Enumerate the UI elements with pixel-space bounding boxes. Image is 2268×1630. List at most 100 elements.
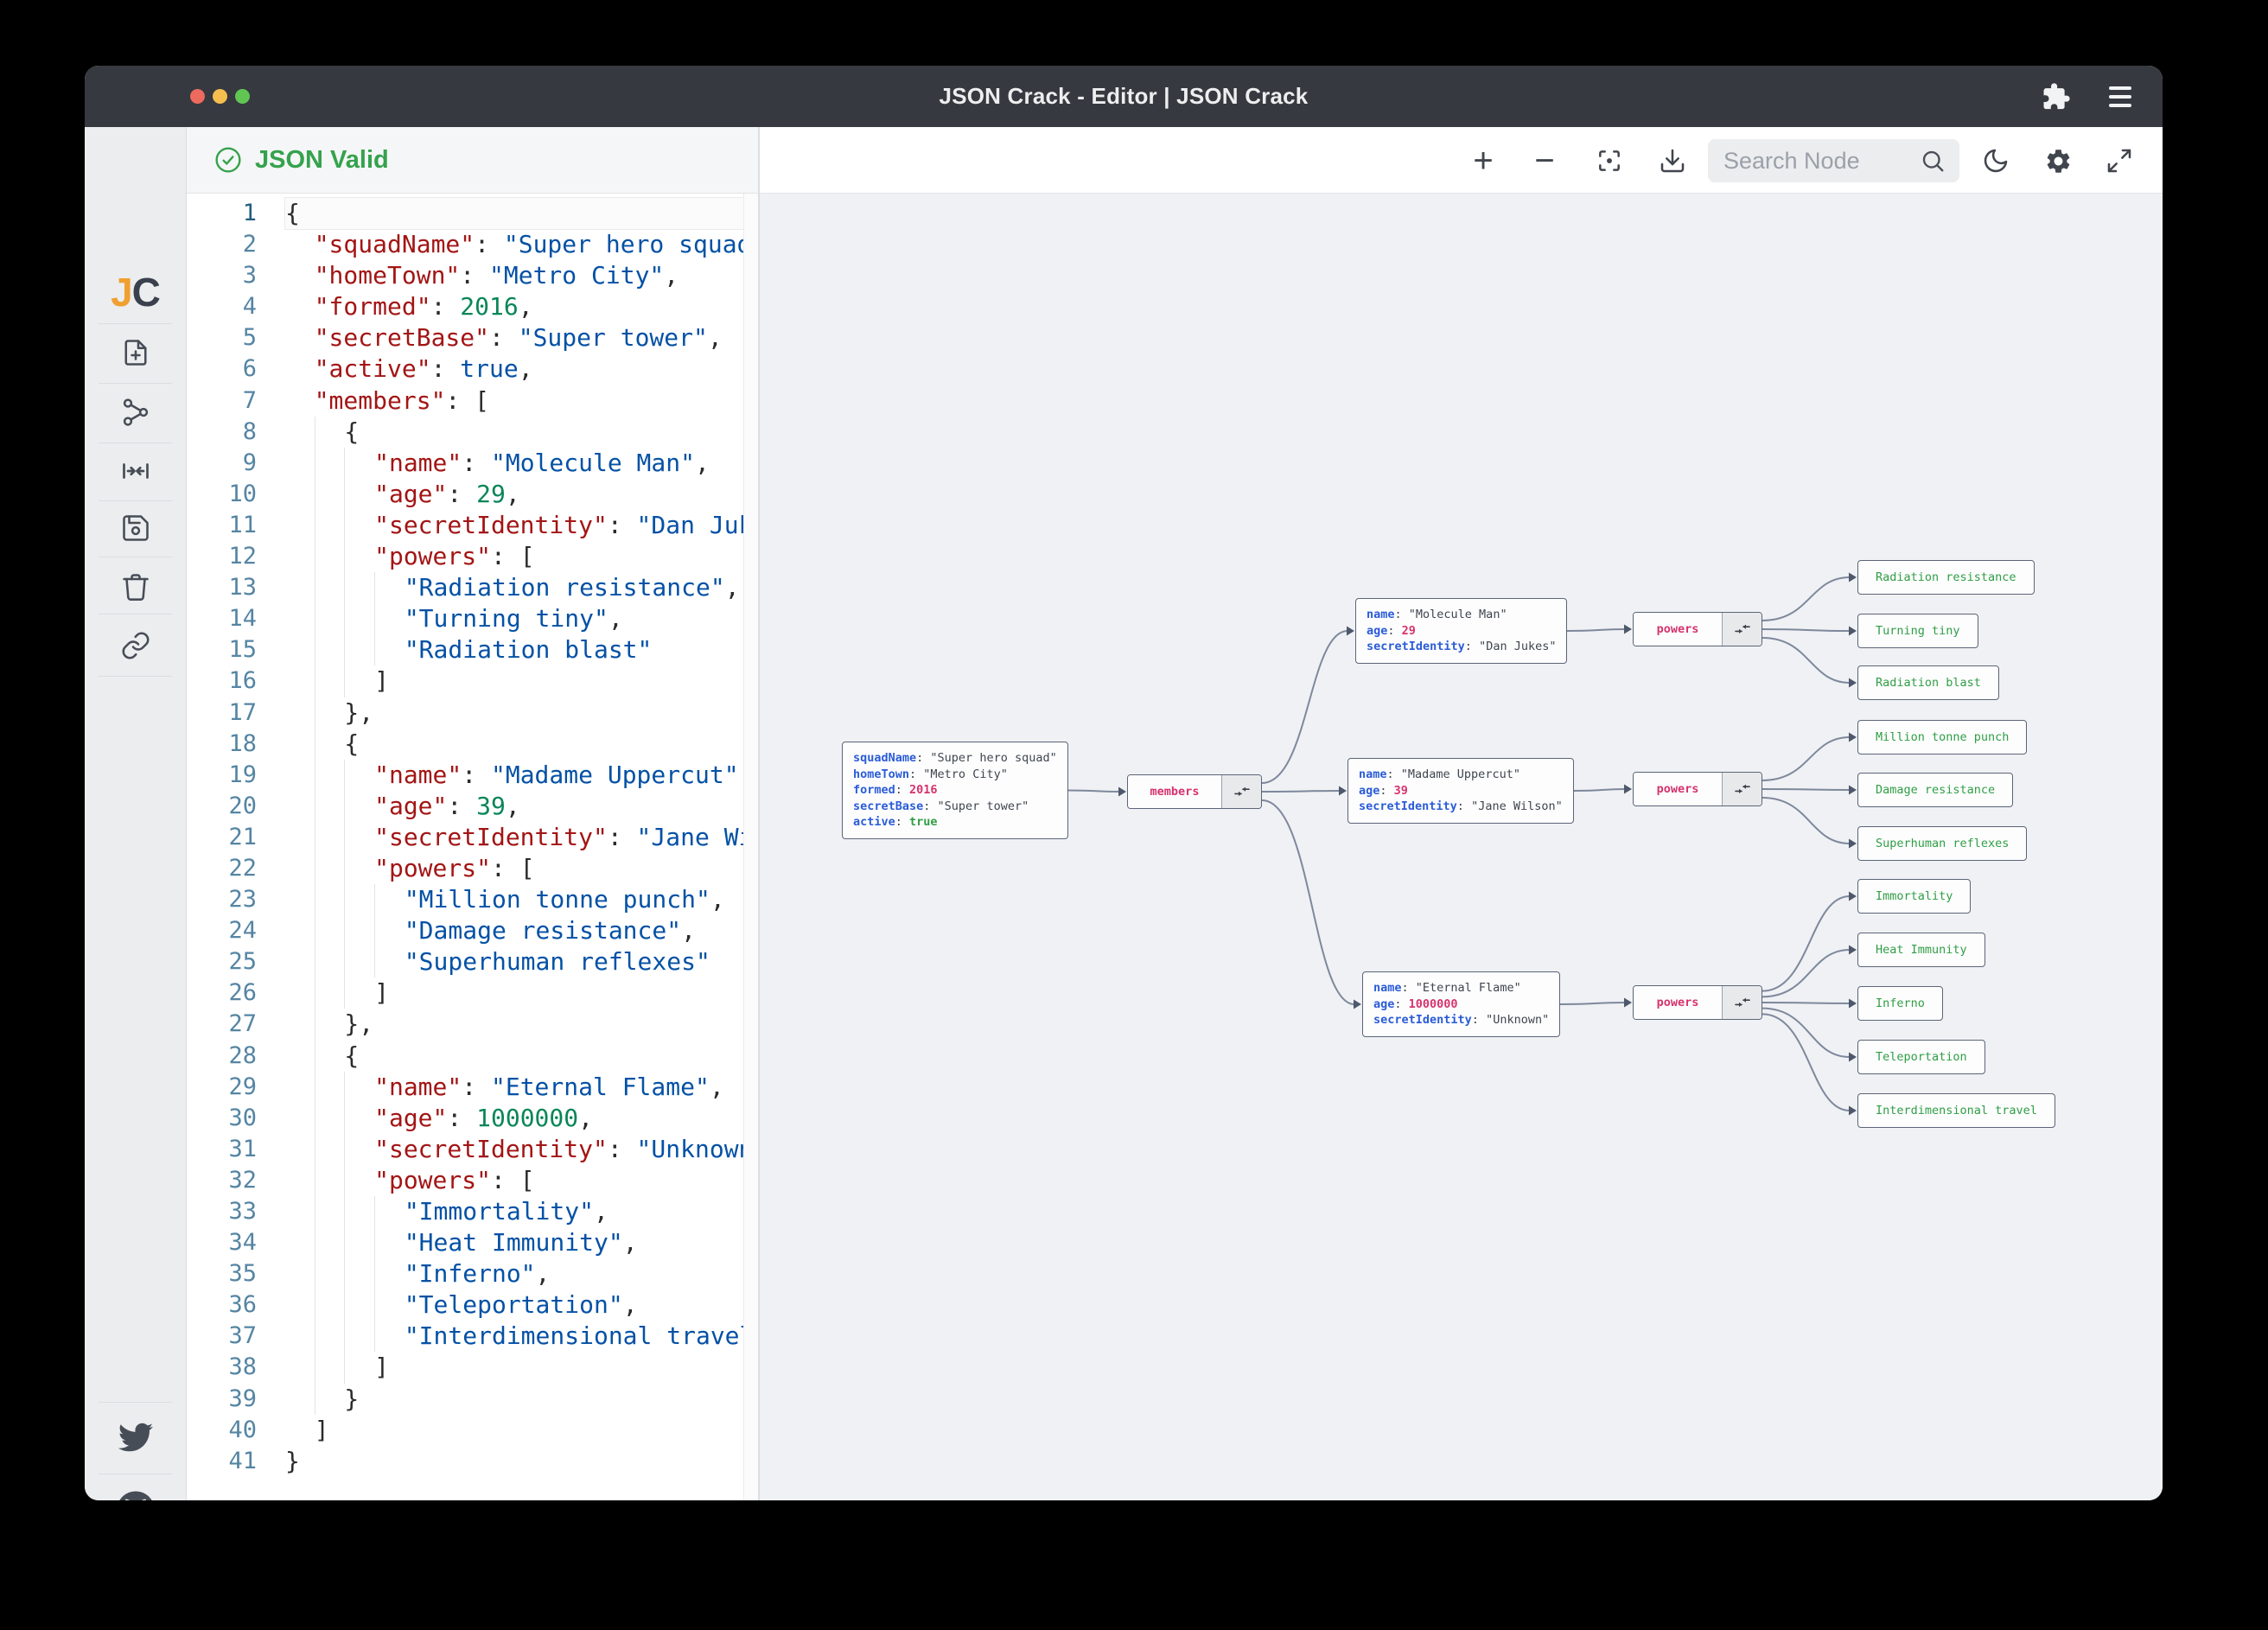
fullscreen-button[interactable]	[2099, 141, 2139, 181]
code-line[interactable]: 3 "homeTown": "Metro City",	[187, 260, 758, 291]
graph-node-leaf-2-3[interactable]: Teleportation	[1857, 1040, 1985, 1074]
code-line[interactable]: 30 "age": 1000000,	[187, 1102, 758, 1134]
indent-guide	[344, 572, 374, 604]
graph-node-members[interactable]: members	[1127, 774, 1262, 809]
code-line[interactable]: 16 ]	[187, 665, 758, 697]
code-line[interactable]: 1{	[187, 196, 758, 231]
code-line-text: "Radiation blast"	[285, 634, 758, 666]
github-button[interactable]	[85, 1491, 186, 1500]
graph-node-leaf-2-0[interactable]: Immortality	[1857, 879, 1972, 914]
share-link-button[interactable]	[85, 630, 186, 661]
code-line[interactable]: 34 "Heat Immunity",	[187, 1227, 758, 1259]
zoom-button[interactable]	[235, 89, 250, 104]
code-line[interactable]: 5 "secretBase": "Super tower",	[187, 322, 758, 353]
code-line[interactable]: 37 "Interdimensional travel"	[187, 1321, 758, 1353]
graph-node-leaf-0-2[interactable]: Radiation blast	[1857, 665, 1999, 700]
code-line[interactable]: 21 "secretIdentity": "Jane Wilson",	[187, 821, 758, 853]
code-line-text: "name": "Molecule Man",	[285, 447, 758, 479]
code-line[interactable]: 24 "Damage resistance",	[187, 915, 758, 947]
code-line[interactable]: 8 {	[187, 416, 758, 448]
graph-node-root[interactable]: squadName: "Super hero squad"homeTown: "…	[842, 742, 1068, 839]
graph-node-powers-2[interactable]: powers	[1633, 985, 1762, 1020]
code-line[interactable]: 20 "age": 39,	[187, 790, 758, 822]
collapse-node-button[interactable]	[1722, 773, 1762, 805]
code-line[interactable]: 31 "secretIdentity": "Unknown",	[187, 1133, 758, 1165]
search-node-input[interactable]	[1722, 146, 1911, 175]
code-line[interactable]: 17 },	[187, 697, 758, 729]
new-document-button[interactable]	[85, 337, 186, 368]
code-line[interactable]: 23 "Million tonne punch",	[187, 884, 758, 916]
code-line[interactable]: 10 "age": 29,	[187, 478, 758, 510]
code-line[interactable]: 27 },	[187, 1009, 758, 1041]
editor-scrollbar[interactable]	[743, 194, 758, 1500]
graph-node-powers-0[interactable]: powers	[1633, 612, 1762, 646]
code-line[interactable]: 7 "members": [	[187, 385, 758, 417]
code-line[interactable]: 15 "Radiation blast"	[187, 634, 758, 666]
close-button[interactable]	[190, 89, 205, 104]
collapse-node-button[interactable]	[1722, 986, 1762, 1019]
code-line[interactable]: 38 ]	[187, 1352, 758, 1384]
property-key: secretBase	[853, 799, 924, 813]
code-line[interactable]: 6 "active": true,	[187, 353, 758, 385]
graph-node-leaf-0-1[interactable]: Turning tiny	[1857, 614, 1978, 648]
code-editor[interactable]: 1{2 "squadName": "Super hero squad",3 "h…	[187, 194, 758, 1500]
code-line[interactable]: 35 "Inferno",	[187, 1258, 758, 1290]
zoom-in-button[interactable]: +	[1463, 141, 1503, 181]
code-line[interactable]: 25 "Superhuman reflexes"	[187, 946, 758, 978]
indent-guide	[344, 603, 374, 635]
code-line[interactable]: 2 "squadName": "Super hero squad",	[187, 229, 758, 260]
collapse-node-button[interactable]	[1221, 775, 1261, 808]
code-line[interactable]: 9 "name": "Molecule Man",	[187, 447, 758, 479]
code-line[interactable]: 26 ]	[187, 977, 758, 1009]
delete-button[interactable]	[85, 571, 186, 602]
code-line[interactable]: 18 {	[187, 728, 758, 760]
code-line[interactable]: 32 "powers": [	[187, 1164, 758, 1196]
code-line[interactable]: 14 "Turning tiny",	[187, 603, 758, 635]
graph-node-leaf-0-0[interactable]: Radiation resistance	[1857, 560, 2035, 595]
code-line[interactable]: 12 "powers": [	[187, 541, 758, 573]
graph-node-leaf-1-0[interactable]: Million tonne punch	[1857, 720, 2028, 755]
settings-button[interactable]	[2038, 141, 2078, 181]
minimize-button[interactable]	[213, 89, 227, 104]
download-button[interactable]	[1653, 141, 1692, 181]
code-line[interactable]: 4 "formed": 2016,	[187, 291, 758, 322]
line-number: 27	[228, 1010, 257, 1038]
collapse-node-button[interactable]	[1722, 613, 1762, 646]
parent-node-label: members	[1128, 775, 1221, 808]
code-line[interactable]: 29 "name": "Eternal Flame",	[187, 1071, 758, 1103]
graph-node-leaf-2-1[interactable]: Heat Immunity	[1857, 933, 1985, 967]
graph-node-leaf-1-1[interactable]: Damage resistance	[1857, 773, 2014, 807]
code-line[interactable]: 11 "secretIdentity": "Dan Jukes",	[187, 509, 758, 542]
graph-view-button[interactable]	[85, 397, 186, 428]
zoom-out-button[interactable]: −	[1525, 141, 1564, 181]
graph-node-powers-1[interactable]: powers	[1633, 772, 1762, 806]
code-line[interactable]: 40 ]	[187, 1415, 758, 1446]
code-line[interactable]: 28 {	[187, 1040, 758, 1072]
code-line[interactable]: 19 "name": "Madame Uppercut",	[187, 759, 758, 791]
graph-canvas[interactable]: squadName: "Super hero squad"homeTown: "…	[760, 194, 2163, 1500]
code-line[interactable]: 33 "Immortality",	[187, 1196, 758, 1228]
graph-node-leaf-1-2[interactable]: Superhuman reflexes	[1857, 826, 2028, 861]
code-line[interactable]: 39 }	[187, 1383, 758, 1415]
twitter-button[interactable]	[85, 1420, 186, 1455]
code-line-text: {	[285, 728, 758, 760]
extension-puzzle-icon[interactable]	[2042, 82, 2071, 111]
menu-icon[interactable]	[2109, 86, 2131, 107]
code-token: "name"	[374, 1072, 462, 1101]
dark-mode-toggle[interactable]	[1976, 141, 2016, 181]
focus-view-button[interactable]	[1590, 141, 1629, 181]
line-number: 34	[228, 1229, 257, 1257]
graph-node-leaf-2-4[interactable]: Interdimensional travel	[1857, 1093, 2055, 1128]
graph-node-leaf-2-2[interactable]: Inferno	[1857, 986, 1943, 1021]
collapse-nodes-button[interactable]	[85, 455, 186, 487]
code-line[interactable]: 13 "Radiation resistance",	[187, 572, 758, 604]
code-line[interactable]: 41}	[187, 1446, 758, 1477]
code-area[interactable]: 1{2 "squadName": "Super hero squad",3 "h…	[187, 194, 758, 1477]
code-line[interactable]: 36 "Teleportation",	[187, 1289, 758, 1321]
code-line[interactable]: 22 "powers": [	[187, 852, 758, 885]
save-button[interactable]	[85, 513, 186, 544]
